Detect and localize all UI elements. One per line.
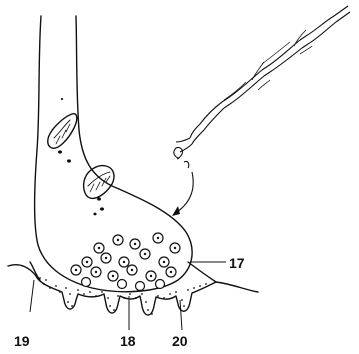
mitochondrion-1 (48, 114, 77, 149)
pointer-arrow (172, 172, 193, 216)
label-19: 19 (14, 333, 30, 349)
label-20: 20 (172, 333, 188, 349)
label-18: 18 (120, 333, 136, 349)
axon-terminal-outline (35, 16, 193, 292)
right-junction-edge (188, 262, 216, 282)
label-17: 17 (229, 255, 245, 271)
myelinated-axon (174, 6, 350, 168)
leader-20 (180, 300, 182, 330)
leader-19 (30, 280, 34, 312)
mitochondrion-2 (84, 166, 114, 199)
